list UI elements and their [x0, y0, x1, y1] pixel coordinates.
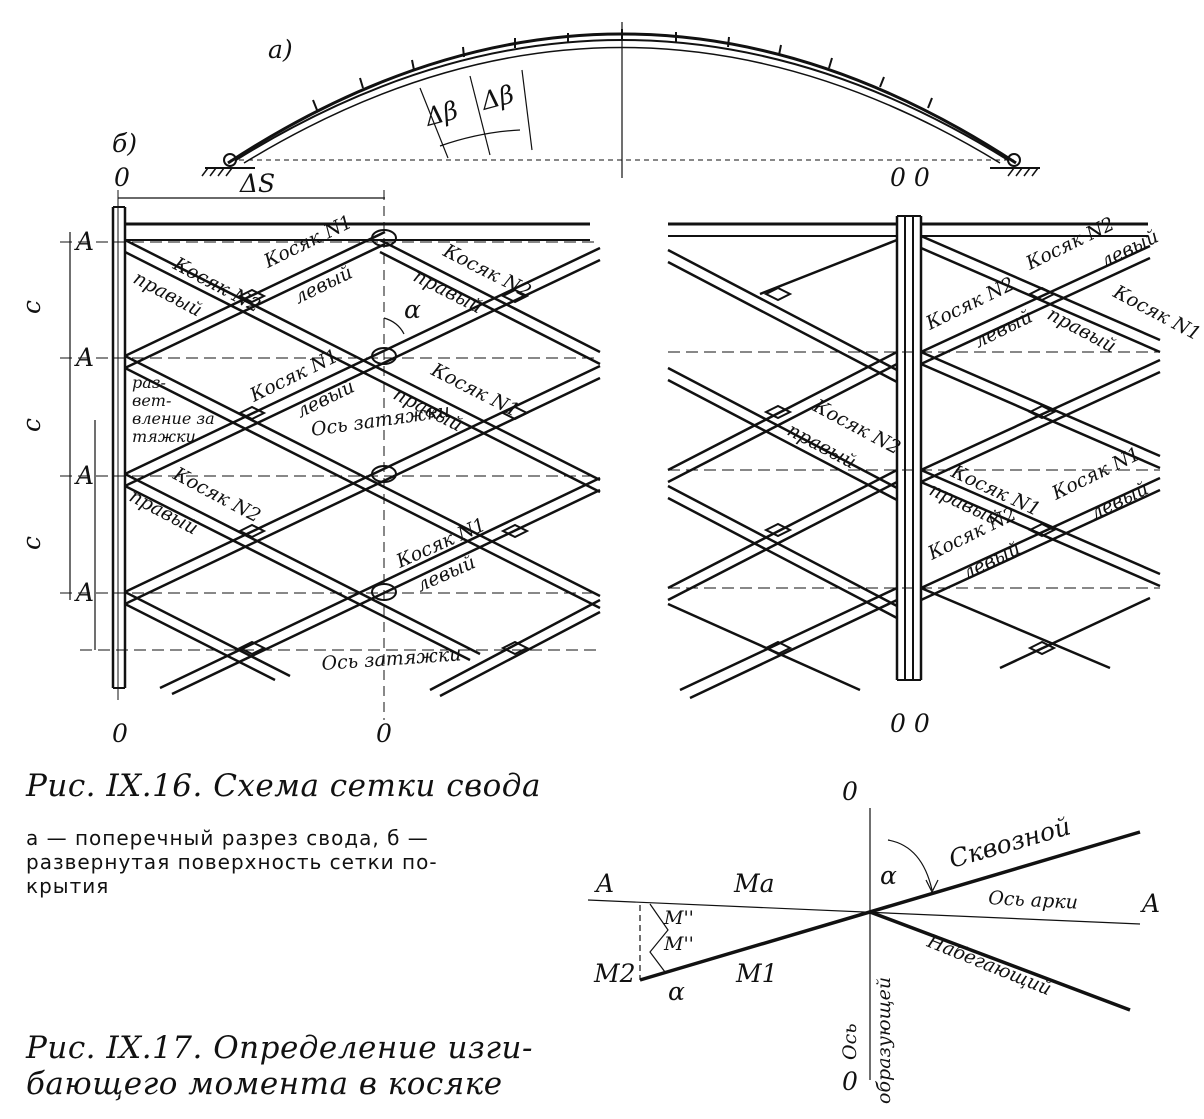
fig17-caption-line-2: бающего момента в косяке — [26, 1066, 503, 1102]
label-nabegayushchii: Набегающий — [923, 930, 1054, 1000]
label-obrazuyushchei: образующей — [873, 977, 895, 1104]
moment-M-dbl-prime-1: M'' — [663, 907, 694, 929]
panel-a-label: а) — [268, 35, 293, 64]
grid-right — [667, 215, 1161, 700]
level-A-1: A — [74, 227, 94, 256]
label-razv-4: тяжки — [132, 427, 196, 446]
dim-c-3: c — [17, 536, 46, 550]
grid-left — [60, 190, 601, 720]
axis-zero-top-left: 0 — [114, 163, 130, 192]
axis-zero-bottom-mid: 0 — [376, 719, 392, 748]
label-os-vertical: Ось — [839, 1023, 861, 1060]
moment-M1: M1 — [735, 959, 778, 988]
level-A-3: A — [74, 461, 94, 490]
fig16-caption-desc: а — поперечный разрез свода, б — разверн… — [26, 826, 438, 898]
fig16-desc-line-2: развернутая поверхность сетки по- — [26, 850, 438, 874]
fig17-A-left: A — [594, 869, 614, 898]
label-os-zatyazhki-2: Ось затяжки — [321, 643, 462, 675]
level-A-2: A — [74, 343, 94, 372]
fig17-zero-bottom: 0 — [842, 1067, 858, 1096]
arch-section — [201, 22, 1040, 178]
delta-beta-1: Δβ — [421, 95, 461, 132]
moment-Ma: Ma — [733, 869, 775, 898]
fig17-zero-top: 0 — [842, 777, 858, 806]
label-razv-2: вет- — [132, 391, 171, 410]
dim-c-1: c — [17, 300, 46, 314]
panel-b-label: б) — [112, 129, 137, 158]
moment-M2: M2 — [593, 959, 636, 988]
fig17-A-right: A — [1140, 889, 1160, 918]
level-A-4: A — [74, 578, 94, 607]
delta-s-label: ΔS — [239, 169, 275, 198]
axis-zero-bottom-left: 0 — [112, 719, 128, 748]
alpha-label-moment: α — [880, 861, 897, 890]
fig17-caption-line-1: Рис. IX.17. Определение изги- — [26, 1030, 533, 1066]
axis-double-zero-bottom: 0 0 — [890, 709, 930, 738]
alpha-label-grid: α — [404, 295, 421, 324]
alpha-label-small: α — [668, 977, 685, 1006]
fig16-desc-line-3: крытия — [26, 874, 110, 898]
fig16-caption-title: Рис. IX.16. Схема сетки свода — [26, 768, 541, 804]
moment-diagram — [587, 808, 1141, 1080]
label-os-arki: Ось арки — [988, 887, 1079, 914]
fig17-caption: Рис. IX.17. Определение изги- бающего мо… — [26, 1030, 533, 1102]
moment-M-dbl-prime-2: M'' — [663, 933, 694, 955]
label-razv-3: вление за — [132, 409, 215, 428]
delta-beta-2: Δβ — [477, 79, 517, 116]
label-levyi-a: левый — [291, 261, 356, 308]
dim-c-2: c — [17, 418, 46, 432]
fig16-desc-line-1: а — поперечный разрез свода, б — — [26, 826, 429, 850]
axis-double-zero-top: 0 0 — [890, 163, 930, 192]
label-skvoznoi: Сквозной — [946, 811, 1074, 873]
label-razv-1: раз- — [132, 373, 166, 392]
